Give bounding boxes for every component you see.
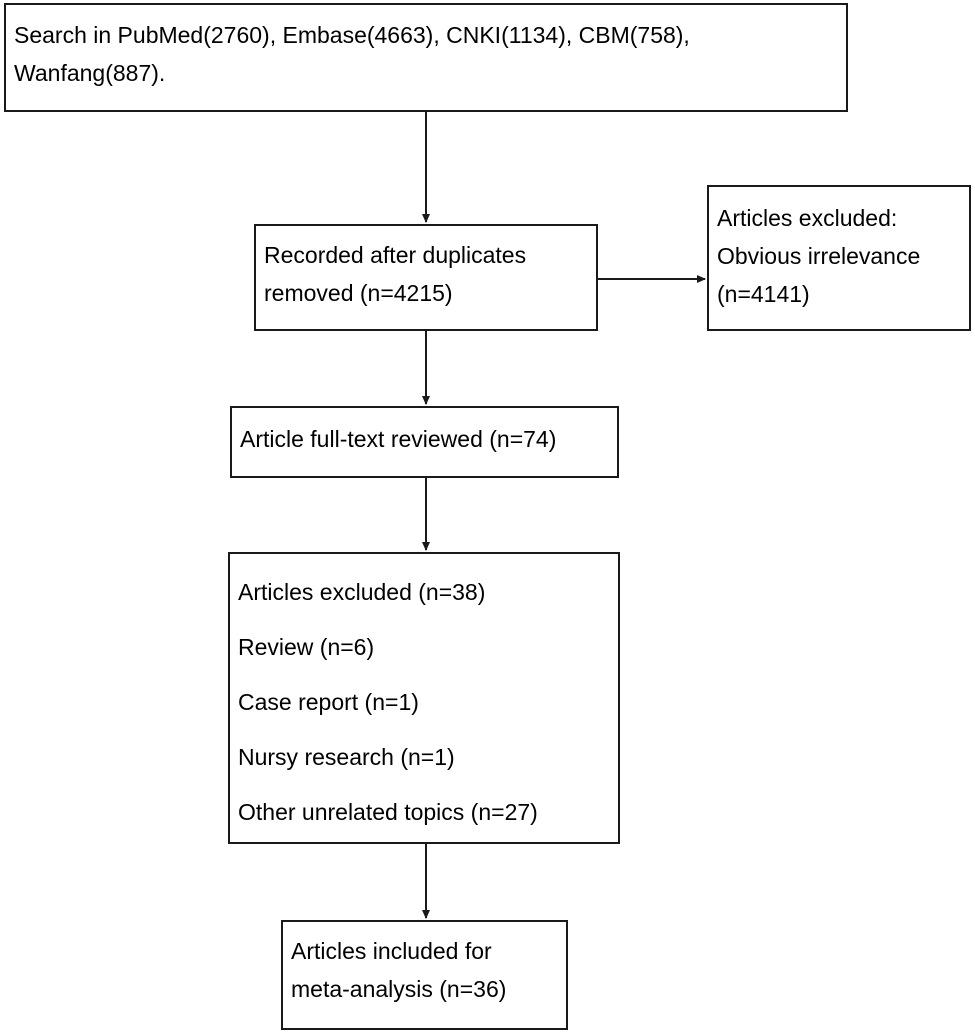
excluded-irrelevant-line-3: (n=4141) <box>717 281 810 307</box>
excluded-irrelevant-line-2: Obvious irrelevance <box>717 243 921 269</box>
excluded-fulltext-case-report: Case report (n=1) <box>238 689 419 715</box>
excluded-irrelevant-box: Articles excluded: Obvious irrelevance (… <box>707 185 971 331</box>
fulltext-reviewed-line-1: Article full-text reviewed (n=74) <box>240 426 557 452</box>
search-sources-line-2: Wanfang(887). <box>14 60 166 86</box>
included-meta-analysis-box: Articles included for meta-analysis (n=3… <box>281 920 568 1030</box>
excluded-fulltext-box: Articles excluded (n=38) Review (n=6) Ca… <box>228 552 620 844</box>
included-meta-analysis-line-2: meta-analysis (n=36) <box>291 976 507 1002</box>
records-after-dedup-line-1: Recorded after duplicates <box>264 242 527 268</box>
excluded-irrelevant-line-1: Articles excluded: <box>717 205 898 231</box>
search-sources-line-1: Search in PubMed(2760), Embase(4663), CN… <box>14 22 690 48</box>
excluded-fulltext-other-topics: Other unrelated topics (n=27) <box>238 799 538 825</box>
excluded-fulltext-review: Review (n=6) <box>238 634 375 660</box>
fulltext-reviewed-box: Article full-text reviewed (n=74) <box>230 406 619 478</box>
included-meta-analysis-line-1: Articles included for <box>291 938 492 964</box>
excluded-fulltext-nursy-research: Nursy research (n=1) <box>238 744 455 770</box>
records-after-dedup-line-2: removed (n=4215) <box>264 280 453 306</box>
records-after-dedup-box: Recorded after duplicates removed (n=421… <box>254 224 598 331</box>
excluded-fulltext-total: Articles excluded (n=38) <box>238 579 486 605</box>
search-sources-box: Search in PubMed(2760), Embase(4663), CN… <box>4 3 848 112</box>
